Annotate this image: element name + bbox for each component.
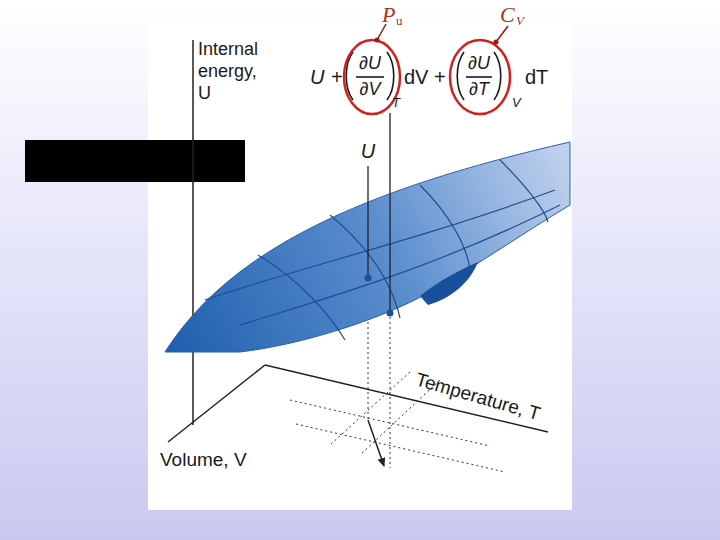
callout-dot bbox=[494, 40, 499, 45]
formula-subscript: V bbox=[512, 96, 521, 111]
energy-surface bbox=[165, 142, 570, 352]
point-label: U bbox=[361, 140, 375, 163]
leader-line bbox=[367, 166, 368, 278]
callout-subscript: u bbox=[396, 14, 403, 29]
formula-operator: + bbox=[331, 66, 343, 89]
temperature-axis bbox=[265, 365, 548, 432]
state-point bbox=[365, 275, 372, 282]
formula-operator: + bbox=[434, 66, 446, 89]
axis-title: Internal energy, U bbox=[198, 38, 270, 104]
energy-axis bbox=[192, 40, 194, 425]
formula-term: U bbox=[310, 66, 324, 89]
formula-subscript: T bbox=[392, 96, 400, 111]
formula-brackets bbox=[346, 52, 501, 100]
leader-line bbox=[389, 113, 390, 313]
axis-title: Volume, V bbox=[160, 449, 247, 471]
surface-grid bbox=[205, 160, 560, 340]
state-point bbox=[387, 310, 394, 317]
formula-term: dV bbox=[404, 66, 428, 89]
callout-symbol: P bbox=[382, 2, 395, 27]
formula-numerator: ∂U bbox=[359, 53, 381, 74]
callout-dot bbox=[375, 38, 380, 43]
volume-axis bbox=[168, 365, 265, 442]
callout-line bbox=[496, 26, 508, 42]
callout-subscript: V bbox=[516, 14, 524, 29]
redaction-bar bbox=[25, 140, 245, 182]
formula-numerator: ∂U bbox=[468, 53, 490, 74]
formula-denominator: ∂V bbox=[360, 79, 381, 100]
formula-term: dT bbox=[525, 66, 548, 89]
displacement-arrow bbox=[368, 420, 384, 466]
highlight-circles bbox=[344, 40, 510, 114]
callout-symbol: C bbox=[500, 2, 515, 27]
formula-denominator: ∂T bbox=[469, 79, 489, 100]
